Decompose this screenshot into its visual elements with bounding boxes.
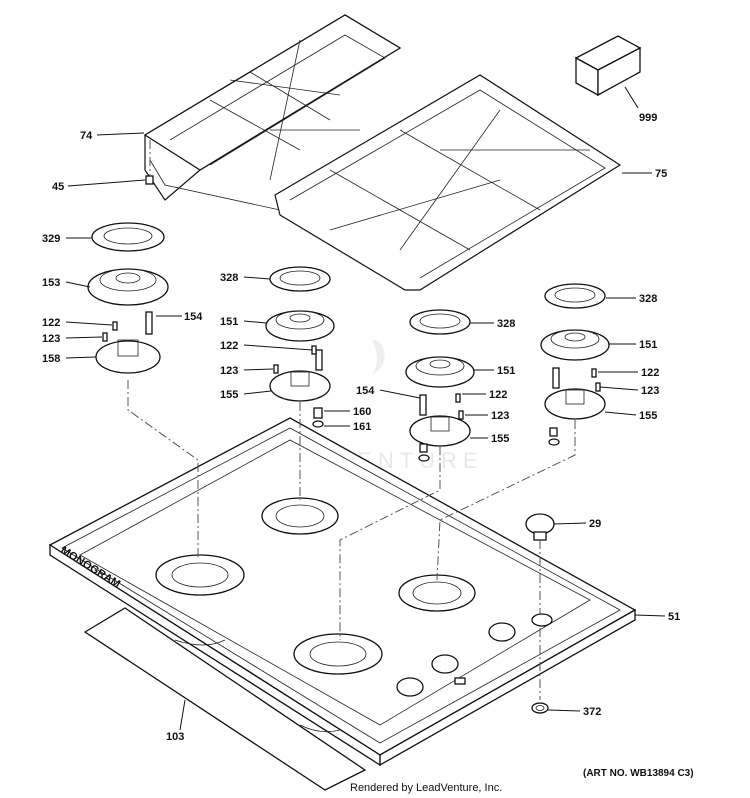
callout-999: 999 (639, 112, 657, 124)
burner-head-large (87, 268, 169, 306)
burner-base-right (544, 367, 606, 420)
burner-cap-mid (409, 309, 471, 335)
grate-right (274, 74, 622, 291)
callout-123-center: 123 (220, 365, 238, 377)
control-knob (525, 513, 555, 541)
callout-154-left: 154 (184, 311, 203, 323)
cooktop-burner-ring-right (398, 574, 476, 612)
callout-29: 29 (589, 518, 601, 530)
callout-122-right: 122 (641, 367, 659, 379)
callout-155-center: 155 (220, 389, 238, 401)
burner-cap-right (544, 283, 606, 309)
callout-123-left: 123 (42, 333, 60, 345)
callout-75: 75 (655, 168, 667, 180)
gasket (83, 607, 367, 791)
burner-head-mid (405, 356, 475, 388)
callout-328-mid: 328 (497, 318, 515, 330)
callout-328-center: 328 (220, 272, 238, 284)
callout-158: 158 (42, 353, 60, 365)
callout-160: 160 (353, 406, 371, 418)
knob-bezel (531, 702, 549, 714)
cooktop-burner-ring-left (155, 554, 245, 596)
callout-123-mid: 123 (491, 410, 509, 422)
burner-base-mid (409, 394, 471, 447)
parts-box (574, 35, 642, 97)
callout-103: 103 (166, 731, 184, 743)
callout-151-center: 151 (220, 316, 238, 328)
callout-328-right: 328 (639, 293, 657, 305)
callout-74: 74 (80, 130, 93, 142)
burner-head-right (540, 329, 610, 361)
art-number: (ART NO. WB13894 C3) (583, 768, 694, 779)
burner-cap-large (91, 222, 165, 252)
callout-122-mid: 122 (489, 389, 507, 401)
cooktop (48, 417, 637, 767)
callout-154-mid: 154 (356, 385, 375, 397)
cooktop-burner-ring-rear-center (261, 497, 339, 535)
callout-51: 51 (668, 611, 680, 623)
callout-151-right: 151 (639, 339, 657, 351)
callout-151-mid: 151 (497, 365, 515, 377)
grate-foot (145, 175, 154, 185)
callout-122-center: 122 (220, 340, 238, 352)
burner-head-center (265, 310, 335, 342)
screws (102, 321, 601, 420)
callout-161: 161 (353, 421, 371, 433)
callout-372: 372 (583, 706, 601, 718)
callout-329: 329 (42, 233, 60, 245)
callout-45: 45 (52, 181, 64, 193)
callout-labels: 74 45 999 75 329 153 154 122 123 158 328… (42, 112, 680, 743)
callout-155-right: 155 (639, 410, 657, 422)
cooktop-burner-ring-front (293, 633, 383, 675)
burner-base-large (95, 311, 161, 374)
alignment-lines (127, 140, 576, 700)
render-credit: Rendered by LeadVenture, Inc. (350, 782, 503, 794)
cooktop-knobs (396, 613, 553, 697)
callout-153: 153 (42, 277, 60, 289)
callout-123-right: 123 (641, 385, 659, 397)
callout-155-mid: 155 (491, 433, 509, 445)
grate-left (143, 14, 402, 211)
leader-lines (65, 86, 666, 731)
burner-base-center (269, 349, 331, 402)
burner-cap-center (269, 266, 331, 292)
springs-and-rings (312, 407, 560, 462)
callout-122-left: 122 (42, 317, 60, 329)
